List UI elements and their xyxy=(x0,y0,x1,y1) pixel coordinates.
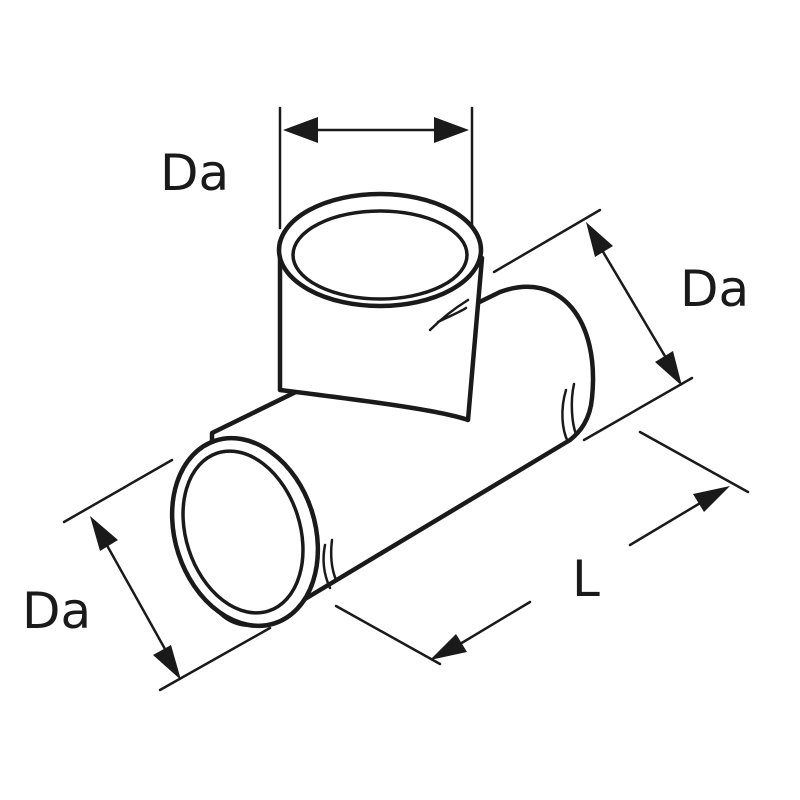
length-dimension-line-lower xyxy=(448,600,532,652)
length-extension-line-left xyxy=(334,604,442,666)
dimension-left: Da xyxy=(22,458,272,692)
right-diameter-label: Da xyxy=(680,260,749,318)
length-arrowhead-right xyxy=(693,486,730,512)
tee-fitting xyxy=(169,191,596,629)
left-diameter-label: Da xyxy=(22,582,91,640)
top-arrowhead-right xyxy=(434,117,469,143)
dimension-right: Da xyxy=(492,208,749,442)
highlight-mark-branch xyxy=(428,298,470,332)
length-label: L xyxy=(572,550,600,608)
top-arrowhead-left xyxy=(283,117,318,143)
right-arrowhead-lower xyxy=(655,351,682,386)
length-dimension-line-upper xyxy=(628,494,714,547)
dimension-length: L xyxy=(334,430,750,666)
left-tube-opening-inner xyxy=(181,449,305,615)
top-tube-opening-inner xyxy=(291,209,469,301)
left-extension-line-lower xyxy=(158,626,272,692)
right-dimension-line xyxy=(594,238,674,370)
length-extension-line-right xyxy=(638,430,750,494)
right-extension-line-lower xyxy=(582,376,694,442)
left-dimension-line xyxy=(102,538,172,660)
left-extension-line-upper xyxy=(62,458,174,524)
highlight-mark-left xyxy=(322,538,338,590)
right-extension-line-upper xyxy=(492,208,602,274)
left-arrowhead-upper xyxy=(90,516,118,551)
length-arrowhead-left xyxy=(430,634,467,660)
dimension-top: Da xyxy=(160,106,474,230)
highlight-mark-right xyxy=(561,382,578,444)
top-diameter-label: Da xyxy=(160,144,229,202)
left-arrowhead-lower xyxy=(153,645,181,680)
right-arrowhead-upper xyxy=(586,222,613,257)
